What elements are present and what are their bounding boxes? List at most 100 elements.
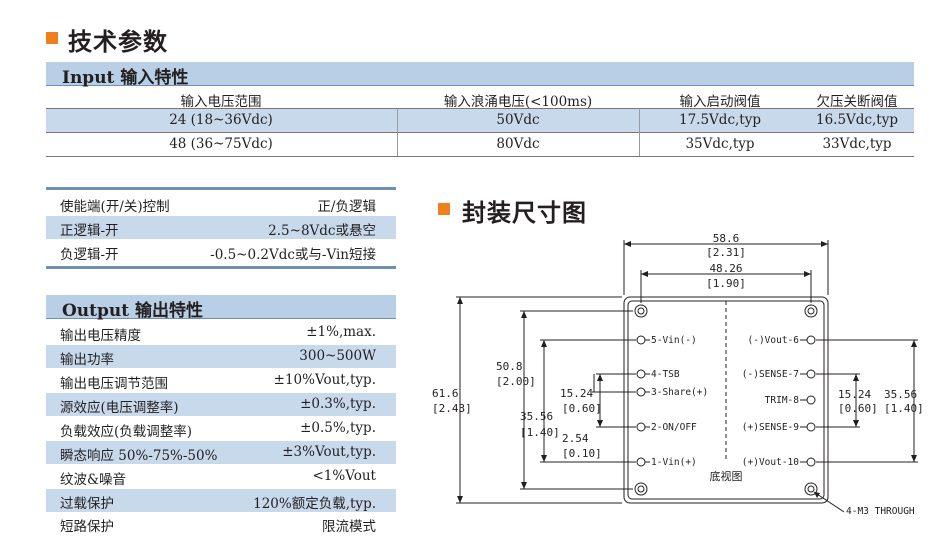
list-item: 过载保护 120%额定负载,typ. — [46, 489, 396, 512]
module-outline — [623, 296, 829, 504]
pin-icon — [806, 457, 816, 467]
pin-label-right: (+)Vout-10 — [742, 457, 799, 468]
input-header-2: 输入浪涌电压(<100ms) — [443, 94, 593, 110]
input-row-1-bg — [46, 108, 914, 132]
input-band: Input 输入特性 — [46, 62, 914, 88]
output-value: 限流模式 — [322, 519, 376, 535]
input-row-line-1 — [46, 108, 914, 109]
enable-top-rule — [46, 187, 396, 190]
pin-label-right: (+)SENSE-9 — [742, 422, 799, 433]
mount-hole-icon — [634, 304, 648, 318]
list-item: 正逻辑-开 2.5~8Vdc或悬空 — [46, 216, 396, 239]
enable-label: 负逻辑-开 — [60, 247, 119, 263]
input-col-sep-1 — [397, 108, 398, 156]
list-item: 瞬态响应 50%-75%-50% ±3%Vout,typ. — [46, 441, 396, 464]
dim-pitch-left: 15.24 — [560, 387, 593, 400]
enable-bottom-rule — [46, 266, 396, 269]
pin-icon — [806, 395, 816, 405]
pin-label-right: TRIM-8 — [765, 395, 800, 406]
mount-hole-icon — [804, 482, 818, 496]
pin-label-right: (-)Vout-6 — [748, 335, 800, 346]
output-band: Output 输出特性 — [46, 295, 396, 321]
dim-pitch-small-inch: [0.10] — [562, 447, 602, 460]
list-item: 输出电压精度 ±1%,max. — [46, 321, 396, 344]
enable-value: -0.5~0.2Vdc或与-Vin短接 — [210, 247, 376, 263]
list-item: 源效应(电压调整率) ±0.3%,typ. — [46, 393, 396, 416]
list-item: 输出电压调节范围 ±10%Vout,typ. — [46, 369, 396, 392]
output-value: <1%Vout — [312, 468, 377, 484]
output-band-title: Output 输出特性 — [62, 301, 204, 321]
pin-icon — [636, 457, 646, 467]
input-cell: 24 (18~36Vdc) — [169, 112, 273, 128]
input-cell: 17.5Vdc,typ — [679, 112, 761, 128]
pin-icon — [636, 369, 646, 379]
input-cell: 80Vdc — [496, 136, 540, 152]
bottom-view-label: 底视图 — [710, 469, 743, 483]
output-value: ±3%Vout,typ. — [282, 444, 376, 460]
dim-width-outer-inch: [2.31] — [706, 246, 746, 259]
output-value: 300~500W — [299, 348, 376, 364]
pin-icon — [806, 335, 816, 345]
pin-label-left: 3-Share(+) — [651, 387, 708, 398]
input-col-sep-2 — [639, 108, 640, 156]
pin-icon — [636, 387, 646, 397]
dim-width-inner-inch: [1.90] — [706, 277, 746, 290]
input-header-3: 输入启动阀值 — [679, 94, 761, 110]
input-cell: 33Vdc,typ — [822, 136, 892, 152]
input-band-title: Input 输入特性 — [62, 68, 189, 88]
dim-height-right: 35.56 — [884, 388, 917, 401]
input-cell: 16.5Vdc,typ — [816, 112, 898, 128]
output-value: ±0.5%,typ. — [300, 420, 376, 436]
pin-icon — [636, 335, 646, 345]
input-row-line-2 — [46, 132, 914, 133]
section-bullet-icon — [46, 32, 58, 44]
output-value: ±10%Vout,typ. — [273, 372, 376, 388]
enable-value: 2.5~8Vdc或悬空 — [268, 223, 376, 239]
dim-height-inner: 50.8 — [496, 360, 523, 373]
input-header-4: 欠压关断阀值 — [816, 94, 898, 110]
output-label: 源效应(电压调整率) — [60, 400, 179, 416]
pin-icon — [806, 422, 816, 432]
through-hole-label: 4-M3 THROUGH — [846, 506, 915, 517]
pin-icon — [636, 422, 646, 432]
dim-pitch-right-inch: [0.60] — [838, 402, 878, 415]
input-cell: 48 (36~75Vdc) — [169, 136, 273, 152]
output-label: 短路保护 — [60, 519, 114, 535]
output-label: 纹波&噪音 — [60, 472, 127, 488]
dim-pitch-right: 15.24 — [838, 388, 871, 401]
output-value: ±0.3%,typ. — [300, 396, 376, 412]
pin-icon — [806, 369, 816, 379]
output-label: 负载效应(负载调整率) — [60, 424, 193, 440]
dim-height-outer-inch: [2.43] — [432, 402, 472, 415]
pin-label-left: 4-TSB — [651, 369, 680, 380]
list-item: 负载效应(负载调整率) ±0.5%,typ. — [46, 417, 396, 440]
mount-hole-icon — [634, 482, 648, 496]
section-title-package: 封装尺寸图 — [462, 198, 587, 227]
output-label: 输出电压调节范围 — [60, 376, 168, 392]
list-item: 输出功率 300~500W — [46, 345, 396, 368]
output-value: ±1%,max. — [306, 324, 376, 340]
pin-label-left: 2-ON/OFF — [651, 422, 697, 433]
enable-value: 正/负逻辑 — [317, 199, 376, 215]
section-title-tech: 技术参数 — [68, 27, 168, 56]
output-value: 120%额定负载,typ. — [253, 496, 376, 512]
list-item: 负逻辑-开 -0.5~0.2Vdc或与-Vin短接 — [46, 240, 396, 263]
dim-height-outer: 61.6 — [432, 387, 459, 400]
dim-pitch-small: 2.54 — [562, 432, 589, 445]
output-label: 瞬态响应 50%-75%-50% — [60, 448, 218, 464]
dim-height-left: 35.56 — [520, 410, 553, 423]
input-header-1: 输入电压范围 — [180, 94, 262, 110]
input-row-line-3 — [46, 156, 914, 157]
enable-label: 使能端(开/关)控制 — [60, 199, 170, 215]
enable-label: 正逻辑-开 — [60, 223, 119, 239]
output-label: 过载保护 — [60, 496, 114, 512]
input-cell: 35Vdc,typ — [685, 136, 755, 152]
output-label: 输出电压精度 — [60, 328, 141, 344]
dim-width-outer: 58.6 — [713, 232, 740, 245]
pin-label-left: 1-Vin(+) — [651, 457, 697, 468]
list-item: 使能端(开/关)控制 正/负逻辑 — [46, 192, 396, 215]
pin-label-left: 5-Vin(-) — [651, 335, 697, 346]
dim-height-right-inch: [1.40] — [884, 402, 924, 415]
dim-height-inner-inch: [2.00] — [496, 375, 536, 388]
